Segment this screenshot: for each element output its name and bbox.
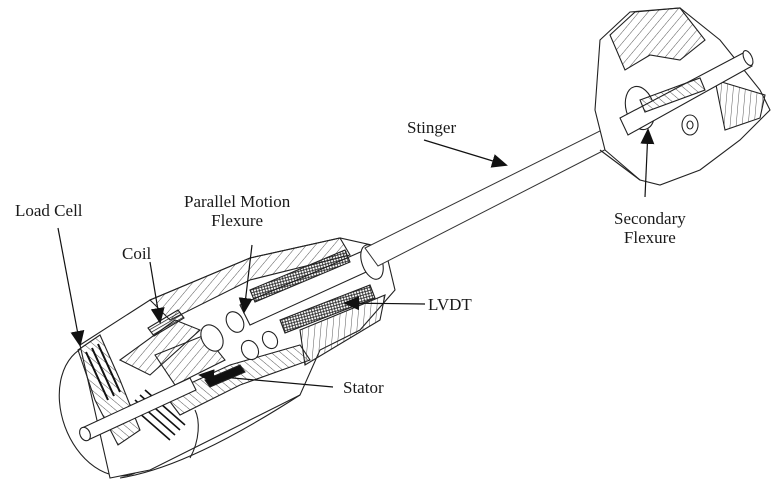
shaker-body	[58, 237, 396, 479]
coil-winding	[147, 309, 185, 337]
stinger-rod	[364, 121, 629, 267]
lvdt-upper	[249, 249, 351, 303]
coil-label: Coil	[122, 244, 152, 263]
stinger-leader	[423, 139, 508, 168]
lvdt-leader	[343, 296, 426, 311]
leader-lines	[57, 128, 655, 388]
secondary-flexure-leader	[640, 128, 655, 198]
lvdt-label: LVDT	[428, 295, 472, 314]
secondary-flexure-label: Secondary Flexure	[614, 209, 686, 247]
parallel-motion-flexure-leader	[238, 244, 253, 314]
stator-label: Stator	[343, 378, 384, 397]
stator-leader	[198, 369, 334, 388]
load-cell-leader	[57, 227, 85, 347]
load-cell-label: Load Cell	[15, 201, 83, 220]
parallel-motion-flexure-label: Parallel Motion Flexure	[184, 192, 291, 230]
stinger-label: Stinger	[407, 118, 457, 137]
secondary-flexure-housing	[594, 7, 771, 186]
coil-leader	[149, 261, 165, 324]
